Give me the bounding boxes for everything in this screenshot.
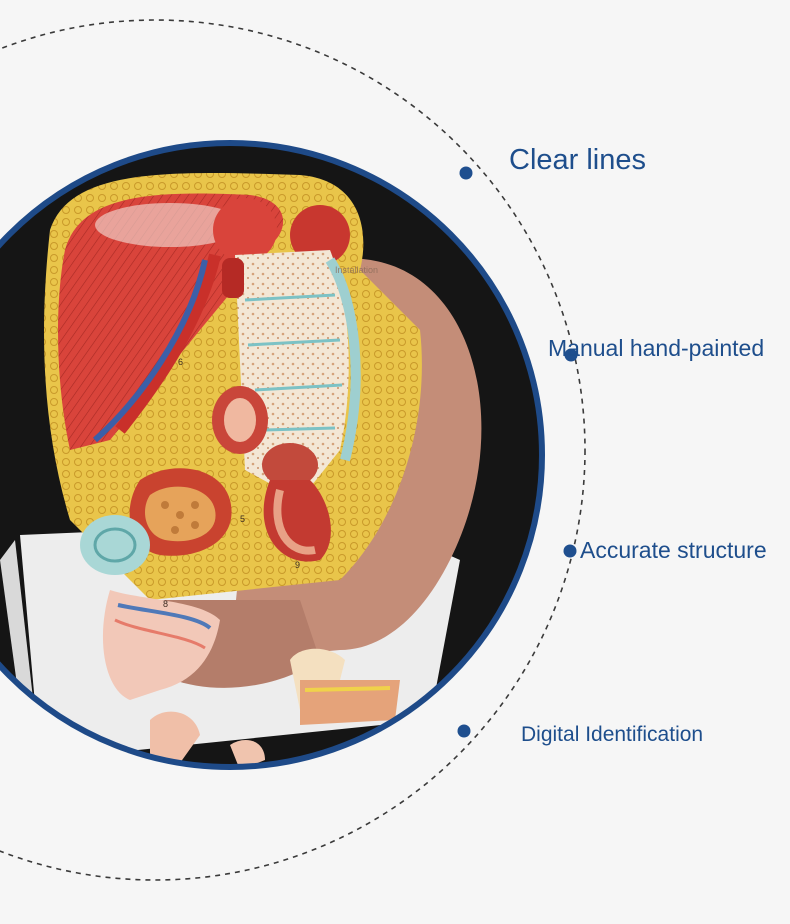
lens-circle-ring (0, 140, 545, 770)
feature-dot-2 (564, 348, 578, 362)
feature-label-digital-identification: Digital Identification (521, 723, 704, 746)
feature-label-clear-lines: Clear lines (509, 144, 646, 176)
svg-text:6: 6 (178, 357, 183, 367)
feature-dot-3 (563, 544, 577, 558)
magnified-model-photo: 6 5 8 9 Installation (0, 145, 540, 765)
feature-label-manual-hand-painted: Manual hand-painted (548, 335, 765, 361)
feature-dot-4 (457, 724, 471, 738)
dashed-orbit-circle (0, 19, 586, 881)
svg-text:8: 8 (163, 599, 168, 609)
svg-text:5: 5 (240, 514, 245, 524)
svg-text:9: 9 (295, 560, 300, 570)
feature-dot-1 (459, 166, 473, 180)
model-watermark: Installation (335, 265, 378, 275)
feature-label-accurate-structure: Accurate structure (580, 537, 767, 563)
